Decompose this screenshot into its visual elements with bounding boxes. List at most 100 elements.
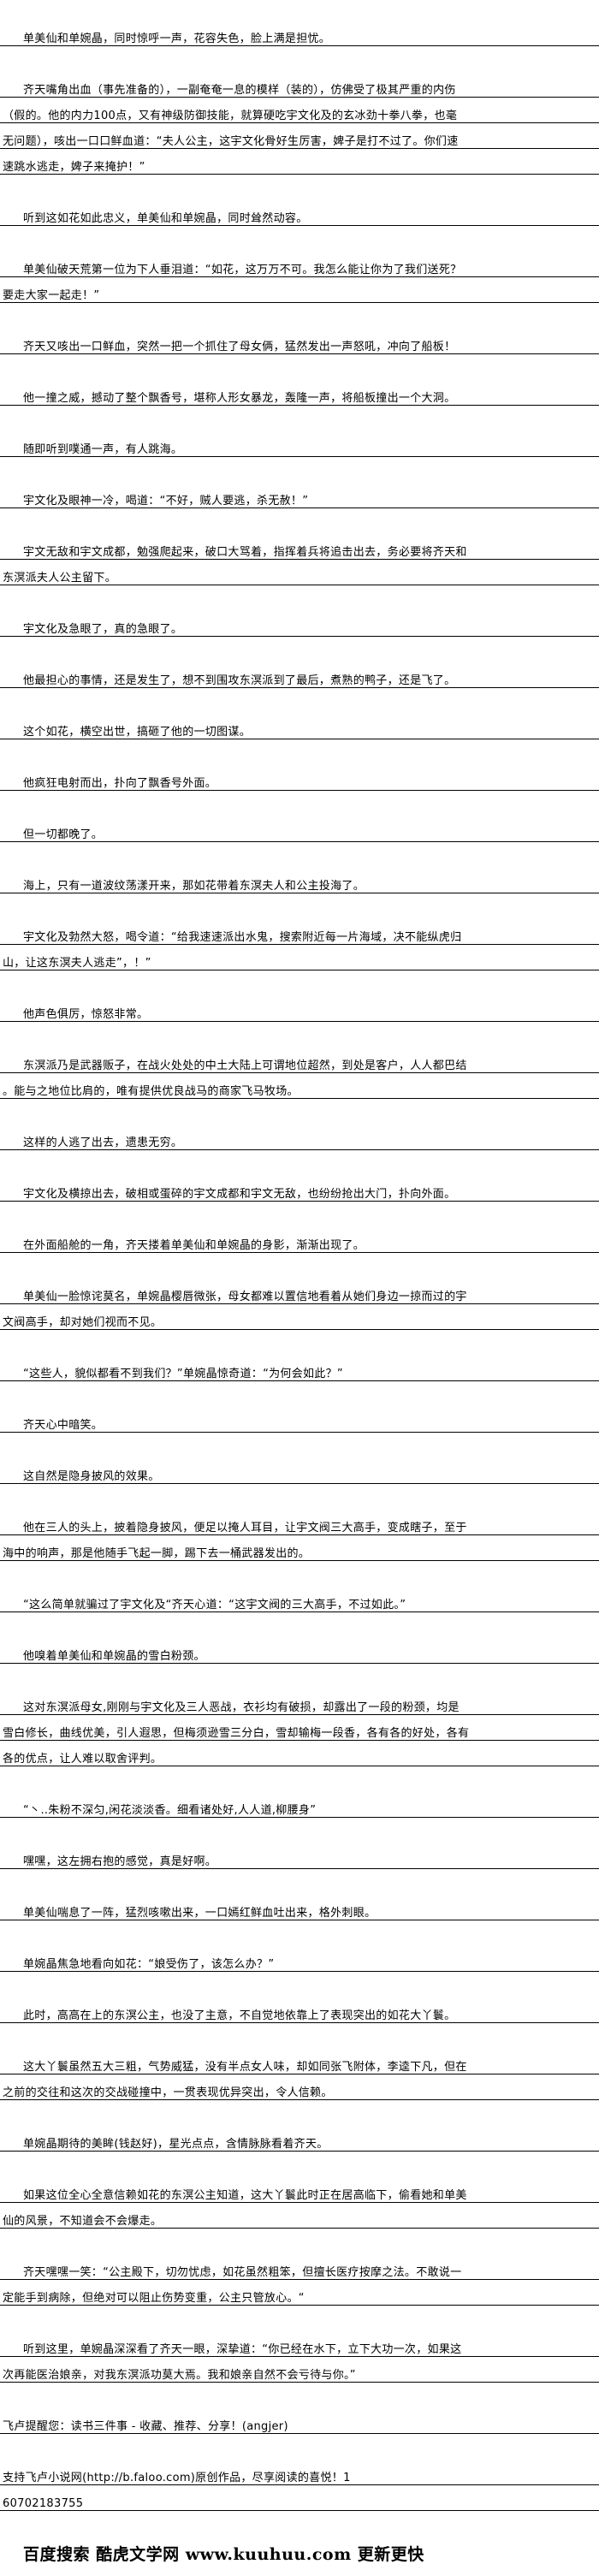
footer-support-id: 60702183755 — [3, 2497, 84, 2510]
paragraph-text: 这对东溟派母女,刚刚与宇文化及三人恶战，衣衫均有破损，却露出了一段的粉颈，均是 — [23, 1701, 460, 1714]
text-line: （假的。他的内力100点，又有神级防御技能，就算硬吃宇文化及的玄冰劲十拳八拳，也… — [0, 98, 599, 123]
paragraph-text: 在外面船舱的一角，齐天搂着单美仙和单婉晶的身影，渐渐出现了。 — [23, 1239, 365, 1252]
paragraph-text: 雪白修长，曲线优美，引人遐思，但梅须逊雪三分白，雪却输梅一段香，各有各的好处，各… — [3, 1727, 470, 1740]
paragraph: “这些人，貌似都看不到我们？”单婉晶惊奇道：“为何会如此？” — [0, 1356, 599, 1381]
paragraph: 他在三人的头上，披着隐身披风，便足以掩人耳目，让宇文阀三大高手，变成瞎子，至于海… — [0, 1510, 599, 1561]
paragraph-text: 各的优点，让人难以取舍评判。 — [3, 1753, 163, 1766]
text-line: 齐天心中暗笑。 — [0, 1407, 599, 1433]
paragraph: 宇文化及横掠出去，破相或蛋碎的宇文成都和宇文无敌，也纷纷抢出大门，扑向外面。 — [0, 1176, 599, 1202]
text-line: 单美仙喘息了一阵，猛烈咳嗽出来，一口嫣红鲜血吐出来，格外刺眼。 — [0, 1895, 599, 1920]
paragraph: 如果这位全心全意信赖如花的东溟公主知道，这大丫鬟此时正在居高临下，偷看她和单美仙… — [0, 2177, 599, 2229]
text-line: 此时，高高在上的东溟公主，也没了主意，不自觉地依靠上了表现突出的如花大丫鬟。 — [0, 1997, 599, 2023]
paragraph-text: 单美仙破天荒第一位为下人垂泪道：“如花，这万万不可。我怎么能让你为了我们送死？ — [23, 264, 462, 276]
paragraph-text: 他一撞之威，撼动了整个飘香号，堪称人形女暴龙，轰隆一声，将船板撞出一个大洞。 — [23, 392, 456, 405]
paragraph: 但一切都晚了。 — [0, 816, 599, 842]
text-line: 这个如花，横空出世，搞砸了他的一切图谋。 — [0, 714, 599, 739]
paragraph-text: 定能手到病除，但绝对可以阻止伤势变重，公主只管放心。“ — [3, 2292, 305, 2305]
paragraph-text: “这些人，貌似都看不到我们？”单婉晶惊奇道：“为何会如此？” — [23, 1368, 343, 1380]
paragraph-text: 齐天又咳出一口鲜血，突然一把一个抓住了母女俩，猛然发出一声怒吼，冲向了船板！ — [23, 341, 456, 353]
text-line: 宇文化及眼神一冷，喝道：“不好，贼人要逃，杀无赦！” — [0, 483, 599, 508]
paragraph: 在外面船舱的一角，齐天搂着单美仙和单婉晶的身影，渐渐出现了。 — [0, 1227, 599, 1253]
paragraph: 这大丫鬟虽然五大三粗，气势威猛，没有半点女人味，却如同张飞附体，李逵下凡，但在之… — [0, 2049, 599, 2100]
paragraph-text: 次再能医治娘亲，对我东溟派功莫大焉。我和娘亲自然不会亏待与你。” — [3, 2369, 356, 2382]
text-line: 他疯狂电射而出，扑向了飘香号外面。 — [0, 765, 599, 791]
paragraph-text: 海中的响声，那是他随手飞起一脚，踢下去一桶武器发出的。 — [3, 1547, 311, 1560]
text-line: “这些人，貌似都看不到我们？”单婉晶惊奇道：“为何会如此？” — [0, 1356, 599, 1381]
paragraph-text: 仙的风景，不知道会不会爆走。 — [3, 2215, 163, 2228]
paragraph-text: 齐天心中暗笑。 — [23, 1419, 104, 1432]
text-line: 支持飞卢小说网(http://b.faloo.com)原创作品，尽享阅读的喜悦！… — [0, 2460, 599, 2485]
footer-support-link-text[interactable]: 支持飞卢小说网(http://b.faloo.com)原创作品，尽享阅读的喜悦！… — [3, 2472, 351, 2484]
paragraph: 听到这里，单婉晶深深看了齐天一眼，深挚道：“你已经在水下，立下大功一次，如果这次… — [0, 2331, 599, 2383]
paragraph-text: 此时，高高在上的东溟公主，也没了主意，不自觉地依靠上了表现突出的如花大丫鬟。 — [23, 2009, 456, 2022]
paragraph: 齐天心中暗笑。 — [0, 1407, 599, 1433]
paragraph: 齐天又咳出一口鲜血，突然一把一个抓住了母女俩，猛然发出一声怒吼，冲向了船板！ — [0, 329, 599, 354]
text-line: 。能与之地位比肩的，唯有提供优良战马的商家飞马牧场。 — [0, 1073, 599, 1099]
chapter-paragraphs: 单美仙和单婉晶，同时惊呼一声，花容失色，脸上满是担忧。齐天嘴角出血（事先准备的）… — [0, 21, 599, 2383]
text-line: 东溟派乃是武器贩子，在战火处处的中土大陆上可谓地位超然，到处是客户，人人都巴结 — [0, 1048, 599, 1073]
text-line: 他一撞之威，撼动了整个飘香号，堪称人形女暴龙，轰隆一声，将船板撞出一个大洞。 — [0, 380, 599, 406]
paragraph-text: 东溟派夫人公主留下。 — [3, 572, 117, 585]
text-line: 他最担心的事情，还是发生了，想不到围攻东溟派到了最后，煮熟的鸭子，还是飞了。 — [0, 662, 599, 688]
paragraph: 宇文化及急眼了，真的急眼了。 — [0, 611, 599, 637]
text-line: 单美仙破天荒第一位为下人垂泪道：“如花，这万万不可。我怎么能让你为了我们送死？ — [0, 252, 599, 277]
text-line: 定能手到病除，但绝对可以阻止伤势变重，公主只管放心。“ — [0, 2280, 599, 2306]
paragraph-text: 宇文化及勃然大怒，喝令道：“给我速速派出水鬼，搜索附近每一片海域，决不能纵虎归 — [23, 931, 462, 944]
paragraph: 他嗅着单美仙和单婉晶的雪白粉颈。 — [0, 1638, 599, 1664]
paragraph-text: 单美仙一脸惊诧莫名，单婉晶樱唇微张，母女都难以置信地看着从她们身边一掠而过的宇 — [23, 1291, 467, 1303]
footer-support: 支持飞卢小说网(http://b.faloo.com)原创作品，尽享阅读的喜悦！… — [0, 2460, 599, 2511]
paragraph-text: 这自然是隐身披风的效果。 — [23, 1470, 160, 1483]
paragraph-text: 之前的交往和这次的交战碰撞中，一贯表现优异突出，令人信赖。 — [3, 2086, 333, 2099]
paragraph: 他一撞之威，撼动了整个飘香号，堪称人形女暴龙，轰隆一声，将船板撞出一个大洞。 — [0, 380, 599, 406]
paragraph: 此时，高高在上的东溟公主，也没了主意，不自觉地依靠上了表现突出的如花大丫鬟。 — [0, 1997, 599, 2023]
text-line: 听到这里，单婉晶深深看了齐天一眼，深挚道：“你已经在水下，立下大功一次，如果这 — [0, 2331, 599, 2357]
text-line: 他嗅着单美仙和单婉晶的雪白粉颈。 — [0, 1638, 599, 1664]
site-banner[interactable]: 百度搜索 酷虎文学网 www.kuuhuu.com 更新更快 — [23, 2545, 424, 2564]
paragraph: 宇文化及眼神一冷，喝道：“不好，贼人要逃，杀无赦！” — [0, 483, 599, 508]
text-line: 东溟派夫人公主留下。 — [0, 560, 599, 585]
text-line: 单美仙一脸惊诧莫名，单婉晶樱唇微张，母女都难以置信地看着从她们身边一掠而过的宇 — [0, 1279, 599, 1304]
paragraph: 随即听到噗通一声，有人跳海。 — [0, 431, 599, 457]
paragraph: 这样的人逃了出去，遗患无穷。 — [0, 1125, 599, 1150]
text-line: 宇文化及横掠出去，破相或蛋碎的宇文成都和宇文无敌，也纷纷抢出大门，扑向外面。 — [0, 1176, 599, 1202]
paragraph-text: 宇文化及急眼了，真的急眼了。 — [23, 623, 183, 636]
paragraph-text: 他在三人的头上，披着隐身披风，便足以掩人耳目，让宇文阀三大高手，变成瞎子，至于 — [23, 1522, 467, 1534]
paragraph: 海上，只有一道波纹荡漾开来，那如花带着东溟夫人和公主投海了。 — [0, 868, 599, 893]
paragraph-text: 要走大家一起走！” — [3, 289, 100, 302]
paragraph-text: 宇文化及横掠出去，破相或蛋碎的宇文成都和宇文无敌，也纷纷抢出大门，扑向外面。 — [23, 1188, 456, 1201]
paragraph-text: 无问题），咳出一口口鲜血道：“夫人公主，这宇文化骨好生厉害，婢子是打不过了。你们… — [3, 135, 459, 148]
text-line: 宇文化及急眼了，真的急眼了。 — [0, 611, 599, 637]
paragraph: 宇文化及勃然大怒，喝令道：“给我速速派出水鬼，搜索附近每一片海域，决不能纵虎归山… — [0, 919, 599, 970]
paragraph: 单美仙和单婉晶，同时惊呼一声，花容失色，脸上满是担忧。 — [0, 21, 599, 46]
paragraph: 单婉晶期待的美眸(钱赵好)，星光点点，含情脉脉看着齐天。 — [0, 2126, 599, 2152]
paragraph-text: （假的。他的内力100点，又有神级防御技能，就算硬吃宇文化及的玄冰劲十拳八拳，也… — [3, 110, 458, 122]
paragraph: 这个如花，横空出世，搞砸了他的一切图谋。 — [0, 714, 599, 739]
paragraph-text: 单婉晶期待的美眸(钱赵好)，星光点点，含情脉脉看着齐天。 — [23, 2138, 329, 2151]
text-line: 在外面船舱的一角，齐天搂着单美仙和单婉晶的身影，渐渐出现了。 — [0, 1227, 599, 1253]
text-line: 他声色俱厉，惊怒非常。 — [0, 996, 599, 1022]
paragraph: 齐天嘴角出血（事先准备的），一副奄奄一息的模样（装的），仿佛受了极其严重的内伤（… — [0, 72, 599, 175]
paragraph: 嘿嘿，这左拥右抱的感觉，真是好啊。 — [0, 1843, 599, 1869]
text-line: 这自然是隐身披风的效果。 — [0, 1458, 599, 1484]
text-line: “这么简单就骗过了宇文化及“齐天心道：“这宇文阀的三大高手，不过如此。” — [0, 1587, 599, 1612]
text-line: 各的优点，让人难以取舍评判。 — [0, 1741, 599, 1766]
paragraph: “丶‥朱粉不深匀,闲花淡淡香。细看诸处好,人人道,柳腰身” — [0, 1792, 599, 1818]
text-line: 宇文化及勃然大怒，喝令道：“给我速速派出水鬼，搜索附近每一片海域，决不能纵虎归 — [0, 919, 599, 945]
paragraph: 听到这如花如此忠义，单美仙和单婉晶，同时耸然动容。 — [0, 200, 599, 226]
paragraph-text: 单美仙和单婉晶，同时惊呼一声，花容失色，脸上满是担忧。 — [23, 33, 331, 45]
text-line: 听到这如花如此忠义，单美仙和单婉晶，同时耸然动容。 — [0, 200, 599, 226]
paragraph: 单美仙一脸惊诧莫名，单婉晶樱唇微张，母女都难以置信地看着从她们身边一掠而过的宇文… — [0, 1279, 599, 1330]
text-line: 60702183755 — [0, 2485, 599, 2511]
paragraph-text: 速跳水逃走，婢子来掩护！” — [3, 161, 145, 174]
paragraph: 这自然是隐身披风的效果。 — [0, 1458, 599, 1484]
paragraph-text: 听到这如花如此忠义，单美仙和单婉晶，同时耸然动容。 — [23, 212, 308, 225]
text-line: 单美仙和单婉晶，同时惊呼一声，花容失色，脸上满是担忧。 — [0, 21, 599, 46]
text-line: 这对东溟派母女,刚刚与宇文化及三人恶战，衣衫均有破损，却露出了一段的粉颈，均是 — [0, 1689, 599, 1715]
text-line: 单婉晶焦急地看向如花：“娘受伤了，该怎么办？” — [0, 1946, 599, 1972]
text-line: 如果这位全心全意信赖如花的东溟公主知道，这大丫鬟此时正在居高临下，偷看她和单美 — [0, 2177, 599, 2203]
paragraph: 他声色俱厉，惊怒非常。 — [0, 996, 599, 1022]
paragraph-text: 海上，只有一道波纹荡漾开来，那如花带着东溟夫人和公主投海了。 — [23, 880, 365, 893]
text-line: 无问题），咳出一口口鲜血道：“夫人公主，这宇文化骨好生厉害，婢子是打不过了。你们… — [0, 123, 599, 149]
paragraph-text: 齐天嘿嘿一笑：“公主殿下，切勿忧虑，如花虽然粗笨，但擅长医疗按摩之法。不敢说一 — [23, 2266, 462, 2279]
text-line: 随即听到噗通一声，有人跳海。 — [0, 431, 599, 457]
